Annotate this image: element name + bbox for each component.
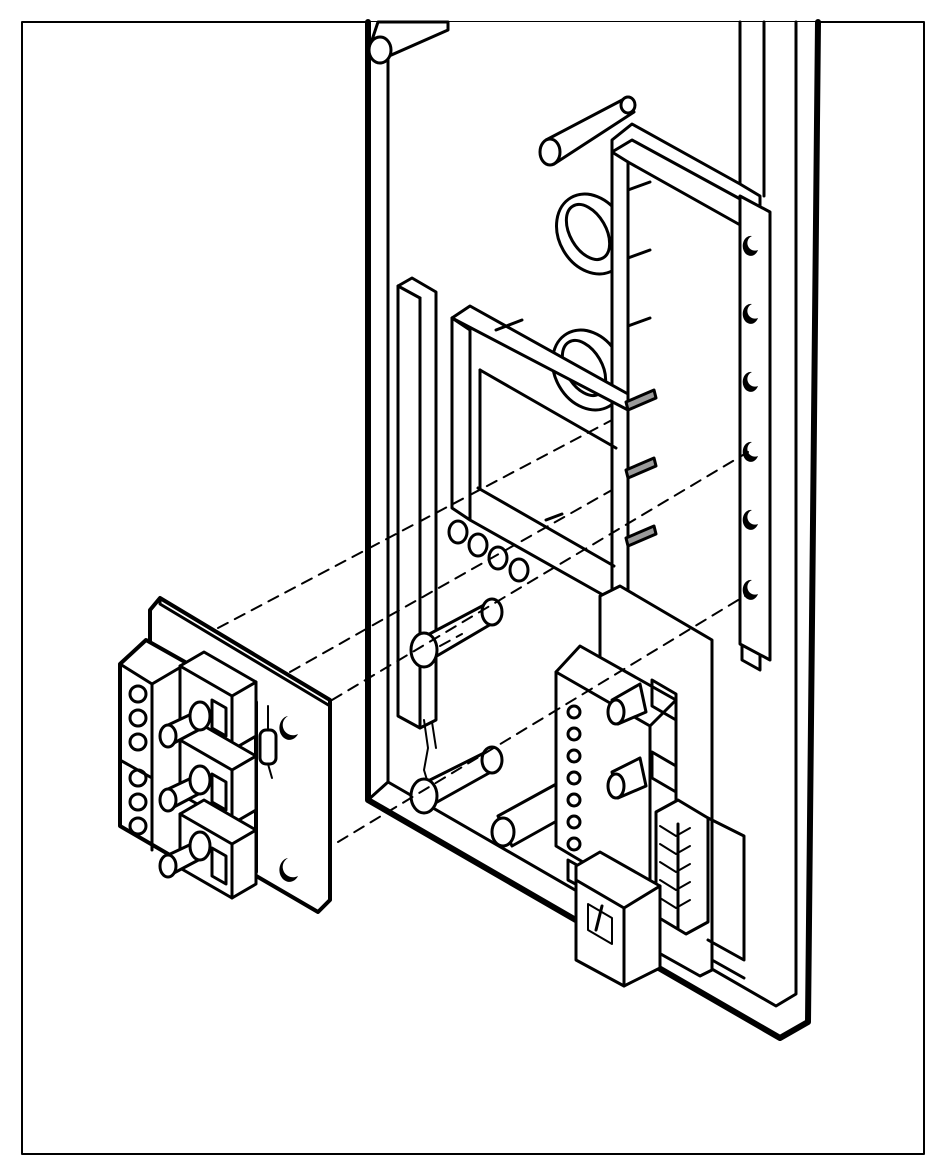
terminal-strip (740, 196, 770, 660)
vertical-post (398, 278, 436, 790)
connector-strip (656, 800, 708, 934)
plug-in-module (120, 598, 330, 912)
